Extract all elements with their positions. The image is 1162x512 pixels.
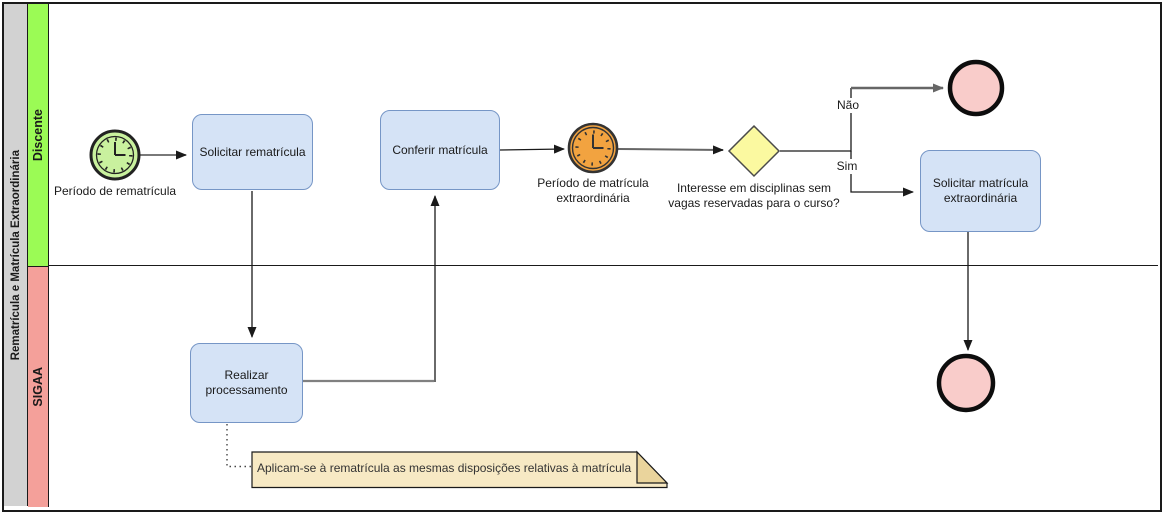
task-solicitar-matricula-extraordinaria[interactable]: Solicitar matrícula extraordinária (920, 150, 1041, 232)
association-dotted-line (226, 424, 251, 468)
annotation-note[interactable] (251, 450, 669, 489)
task-realizar-processamento[interactable]: Realizar processamento (190, 343, 303, 423)
edge-label-nao: Não (830, 98, 866, 113)
pool-header: Rematrícula e Matrícula Extraordinária (4, 4, 28, 506)
exclusive-gateway[interactable] (727, 124, 781, 178)
end-event-nao[interactable] (947, 59, 1005, 117)
timer-event-label: Período de matrícula extraordinária (537, 176, 649, 205)
note-text: Aplicam-se à rematrícula as mesmas dispo… (257, 461, 632, 475)
start-timer-event-icon[interactable] (89, 129, 141, 181)
edge-label-sim: Sim (829, 159, 865, 174)
lane-divider (49, 265, 1158, 266)
lane-discente-strip: Discente (28, 4, 49, 266)
lane-sigaa-strip: SIGAA (28, 266, 49, 507)
intermediate-timer-event-icon[interactable] (567, 122, 619, 174)
gateway-label: Interesse em disciplinas sem vagas reser… (668, 181, 840, 210)
task-conferir-matricula[interactable]: Conferir matrícula (380, 110, 500, 190)
note-folded-corner-icon (636, 450, 669, 484)
end-event-sim[interactable] (936, 353, 996, 413)
start-event-label: Período de rematrícula (53, 184, 177, 198)
task-solicitar-rematricula[interactable]: Solicitar rematrícula (192, 114, 313, 190)
flow-timer-to-gateway (617, 145, 724, 155)
flow-conferir-to-timer (499, 144, 565, 154)
